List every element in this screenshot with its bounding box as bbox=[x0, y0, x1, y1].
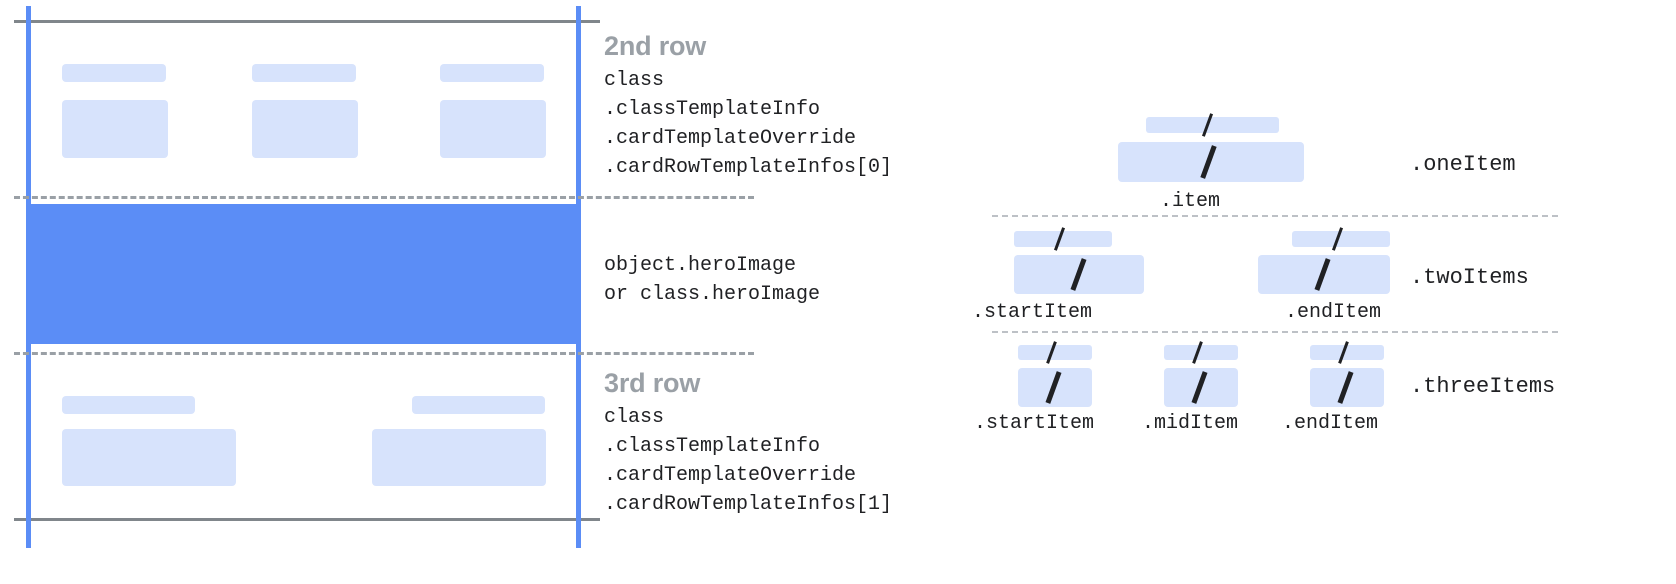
row-separator-upper bbox=[14, 196, 754, 199]
annotation-code-line: class bbox=[604, 69, 665, 92]
card-top-rule bbox=[14, 20, 600, 23]
item-value-box bbox=[1164, 368, 1238, 407]
item-label-bar bbox=[1014, 227, 1112, 251]
item-value-box bbox=[1258, 255, 1390, 294]
item-value-box bbox=[1310, 368, 1384, 407]
slash-icon bbox=[1314, 258, 1331, 291]
annotation-second-row: 2nd row class .classTemplateInfo .cardTe… bbox=[604, 31, 892, 182]
item-label-bar bbox=[1018, 341, 1092, 364]
placeholder-value-box bbox=[252, 100, 358, 158]
item-sub-label: .startItem bbox=[974, 412, 1095, 435]
annotation-code-line: .cardTemplateOverride bbox=[604, 464, 857, 487]
placeholder-label-bar bbox=[62, 396, 195, 414]
annotation-code-line: or class.heroImage bbox=[604, 283, 821, 306]
annotation-code-line: .cardRowTemplateInfos[0] bbox=[604, 156, 893, 179]
placeholder-value-box bbox=[440, 100, 546, 158]
placeholder-label-bar bbox=[62, 64, 166, 82]
item-group-label: .threeItems bbox=[1410, 374, 1556, 399]
item-sub-label: .endItem bbox=[1282, 412, 1379, 435]
item-group-separator bbox=[992, 331, 1558, 333]
item-sub-label: .startItem bbox=[972, 301, 1093, 324]
annotation-hero-image: object.heroImage or class.heroImage bbox=[604, 251, 820, 309]
slash-icon bbox=[1046, 341, 1057, 364]
item-sub-label: .item bbox=[1160, 190, 1221, 213]
card-row-mock bbox=[0, 0, 600, 584]
item-label-bar bbox=[1146, 113, 1279, 137]
hero-image-band bbox=[31, 204, 581, 344]
slash-icon bbox=[1201, 113, 1214, 137]
item-group-label: .oneItem bbox=[1410, 152, 1516, 177]
annotation-code-line: .cardRowTemplateInfos[1] bbox=[604, 493, 893, 516]
annotation-code-line: class bbox=[604, 406, 665, 429]
slash-icon bbox=[1331, 227, 1344, 251]
annotation-code-line: object.heroImage bbox=[604, 254, 797, 277]
right-edge-guide bbox=[576, 6, 581, 548]
item-value-box bbox=[1018, 368, 1092, 407]
annotation-code-line: .classTemplateInfo bbox=[604, 98, 821, 121]
item-sub-label: .endItem bbox=[1285, 301, 1382, 324]
placeholder-value-box bbox=[62, 100, 168, 158]
item-value-box bbox=[1014, 255, 1144, 294]
annotation-title: 3rd row bbox=[604, 368, 701, 398]
annotation-code-line: .cardTemplateOverride bbox=[604, 127, 857, 150]
slash-icon bbox=[1070, 258, 1087, 291]
item-label-bar bbox=[1164, 341, 1238, 364]
placeholder-value-box bbox=[62, 429, 236, 486]
item-sub-label: .midItem bbox=[1142, 412, 1239, 435]
card-bottom-rule bbox=[14, 518, 600, 521]
item-group-separator bbox=[992, 215, 1558, 217]
item-value-box bbox=[1118, 142, 1304, 182]
slash-icon bbox=[1191, 371, 1208, 404]
slash-icon bbox=[1053, 227, 1066, 251]
slash-icon bbox=[1337, 371, 1354, 404]
row-separator-lower bbox=[14, 352, 754, 355]
placeholder-label-bar bbox=[252, 64, 356, 82]
slash-icon bbox=[1200, 145, 1217, 179]
item-label-bar bbox=[1292, 227, 1390, 251]
item-layout-diagram: .item .oneItem .startItem .endItem .twoI… bbox=[960, 0, 1676, 584]
placeholder-label-bar bbox=[440, 64, 544, 82]
placeholder-label-bar bbox=[412, 396, 545, 414]
slash-icon bbox=[1045, 371, 1062, 404]
item-group-label: .twoItems bbox=[1410, 265, 1529, 290]
annotation-title: 2nd row bbox=[604, 31, 707, 61]
placeholder-value-box bbox=[372, 429, 546, 486]
item-label-bar bbox=[1310, 341, 1384, 364]
slash-icon bbox=[1192, 341, 1203, 364]
annotation-third-row: 3rd row class .classTemplateInfo .cardTe… bbox=[604, 368, 892, 519]
slash-icon bbox=[1338, 341, 1349, 364]
annotation-code-line: .classTemplateInfo bbox=[604, 435, 821, 458]
left-edge-guide bbox=[26, 6, 31, 548]
